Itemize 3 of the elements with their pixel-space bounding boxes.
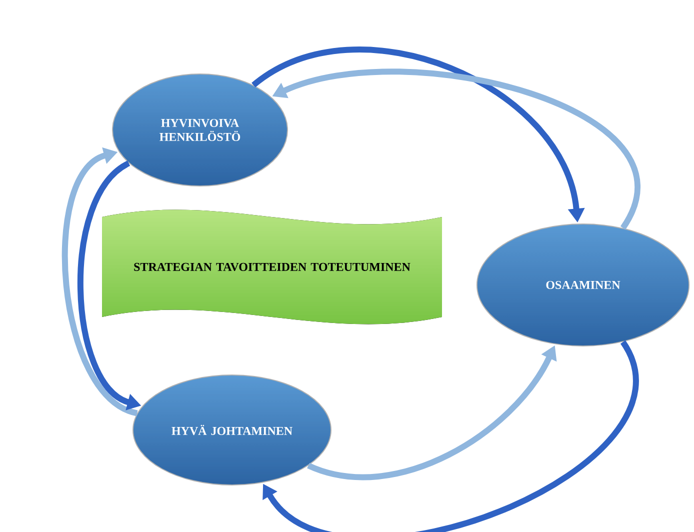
- banner: STRATEGIAN TAVOITTEIDEN TOTEUTUMINEN: [102, 210, 442, 324]
- curved-arrow: [62, 147, 138, 416]
- curved-arrow: [262, 340, 638, 532]
